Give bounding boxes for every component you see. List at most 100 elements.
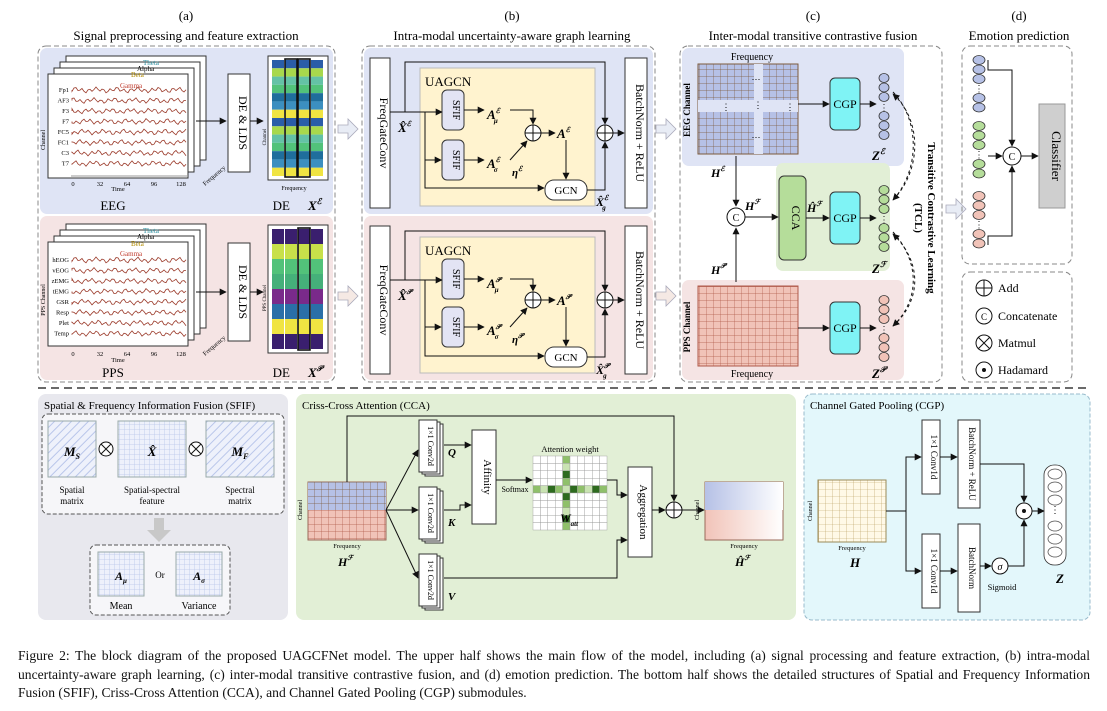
eegHeat-cell <box>272 142 284 152</box>
panel-b-letter: (b) <box>504 8 519 23</box>
pps-band-beta: Beta <box>131 240 145 248</box>
eeg-tick-3: 96 <box>151 181 158 188</box>
attn-cell <box>569 463 578 471</box>
attn-cell <box>532 485 541 494</box>
tcl-label: Transitive Contrastive Learning <box>925 142 937 294</box>
cgp-bn <box>957 523 981 613</box>
legend-box <box>961 271 1073 383</box>
svg-text:⋯: ⋯ <box>752 132 761 142</box>
eegHeat-cell <box>272 126 284 135</box>
attn-cell <box>584 478 593 486</box>
attn-cell <box>592 463 600 471</box>
eegHeat-cell <box>311 159 323 168</box>
eeg-trace-4 <box>71 128 187 136</box>
attn-cell <box>555 485 563 494</box>
eegNodes-node-4 <box>878 111 890 121</box>
sigmoid-label: Sigmoid <box>988 582 1018 592</box>
fused-cgp-label: CGP <box>833 211 857 225</box>
pred-node-0-2 <box>972 74 986 84</box>
ppsHeat-cell <box>311 304 323 319</box>
eegHeat-cell <box>285 118 297 127</box>
attn-cell <box>584 515 593 523</box>
ppsHeat-cell <box>285 244 297 259</box>
pps-channel-axis: PPS Channel <box>682 301 692 352</box>
pred-node-0-0 <box>972 55 986 65</box>
z-fused: Zℱ <box>871 260 888 276</box>
attn-cell <box>555 500 563 508</box>
attn-cell <box>584 492 593 501</box>
affinity-label: Affinity <box>481 459 493 495</box>
attn-cell <box>569 507 578 516</box>
eegHeat-cell <box>298 76 310 85</box>
ppsHeat-cell <box>298 244 310 259</box>
feature-label-2: feature <box>140 496 165 506</box>
ppsHeat-cell <box>285 229 297 244</box>
cgp-input-grid <box>817 479 887 543</box>
attn-cell <box>584 463 593 471</box>
eeg-eta: ηℰ <box>512 165 523 179</box>
attn-cell <box>532 455 541 464</box>
ppsHeat-cell <box>272 259 284 274</box>
ppsHeat-cell <box>298 319 310 334</box>
cca-conv-2-layer <box>418 553 438 607</box>
ppsHeat-cell <box>298 259 310 274</box>
eegHeat-cell <box>298 126 310 135</box>
cgp-node-2 <box>1047 494 1063 506</box>
eeg-batchnorm-relu <box>624 57 648 209</box>
attn-cell <box>592 455 600 464</box>
eegHeat-cell <box>298 93 310 102</box>
ppsNodes-dots: ⋮ <box>880 325 889 335</box>
eegHeat-cell <box>298 101 310 110</box>
attn-cell <box>584 455 593 464</box>
ppsHeat-cell <box>285 274 297 289</box>
attn-cell <box>592 507 600 516</box>
eegHeat-cell <box>285 126 297 135</box>
eeg-cgp-label: CGP <box>833 97 857 111</box>
eegHeat-cell <box>298 142 310 152</box>
cgp-input-frequency: Frequency <box>838 545 866 552</box>
eegHeat-cell <box>285 93 297 102</box>
cca-conv-label-2: 1×1 Conv2d <box>426 560 435 600</box>
figure-caption: Figure 2: The block diagram of the propo… <box>18 648 1090 700</box>
eeg-tick-4: 128 <box>176 181 186 188</box>
eeg-de-lds-label: DE & LDS <box>236 96 250 150</box>
eegHeat-cell <box>311 118 323 127</box>
attn-cell <box>599 470 608 479</box>
eegHeat-cell <box>285 167 297 176</box>
attn-cell <box>592 515 600 523</box>
eeg-trace-1 <box>71 96 187 104</box>
attn-cell <box>532 500 541 508</box>
eegHeat-cell <box>311 101 323 110</box>
pred-node-0-1 <box>972 64 986 75</box>
attn-cell <box>547 515 556 523</box>
ppsHeat-cell <box>311 274 323 289</box>
pps-channel-3: tEMG <box>53 289 70 296</box>
attn-cell <box>592 485 600 494</box>
cgp-output-nodes: ⋮ <box>1043 464 1067 566</box>
cgp-node-4 <box>1047 520 1063 532</box>
attn-cell <box>577 463 586 471</box>
attn-cell <box>562 463 571 471</box>
pps-tick-3: 96 <box>151 351 158 358</box>
pred-node-1-2 <box>972 140 986 150</box>
pps-trace-0 <box>71 256 187 264</box>
attn-cell <box>555 455 563 464</box>
cgp-node-5 <box>1047 533 1063 545</box>
eegHeat-cell <box>311 142 323 152</box>
eeg-signal-stack: Theta Alpha Beta Gamma Fp1AF3F3F7FC5FC1C… <box>41 55 228 193</box>
eegHeat-cell <box>272 84 284 94</box>
ppsNodes-node-2 <box>878 314 890 324</box>
ppsNodes-node-1 <box>878 304 890 315</box>
cgp-bn-relu-label: BatchNorm + ReLU <box>967 427 977 501</box>
eegHeat-cell <box>298 84 310 94</box>
attn-cell <box>547 500 556 508</box>
pps-sfif-1-label: SFIF <box>450 269 461 289</box>
cca-conv-label-1: 1×1 Conv2d <box>426 493 435 533</box>
attn-cell <box>599 463 608 471</box>
legend-concatenate: Concatenate <box>998 309 1057 323</box>
eeg-channel-4: FC5 <box>58 129 69 136</box>
